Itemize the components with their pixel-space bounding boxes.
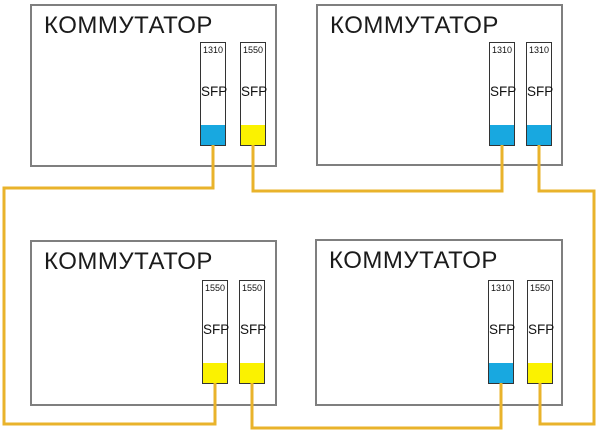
sfp-connector-fill bbox=[490, 125, 514, 145]
sfp-module-bottom-left-1: 1550 SFP bbox=[202, 280, 230, 384]
sfp-type-label: SFP bbox=[490, 84, 517, 99]
sfp-connector-fill bbox=[489, 363, 513, 383]
sfp-type-label: SFP bbox=[527, 84, 554, 99]
sfp-wavelength-label: 1310 bbox=[528, 45, 550, 55]
sfp-type-label: SFP bbox=[203, 322, 230, 337]
sfp-type-label: SFP bbox=[528, 322, 555, 337]
sfp-connector-fill bbox=[528, 363, 552, 383]
sfp-wavelength-label: 1310 bbox=[491, 45, 513, 55]
sfp-connector-fill bbox=[241, 125, 265, 145]
sfp-module-top-right-1: 1310 SFP bbox=[489, 42, 517, 146]
sfp-connector-fill bbox=[527, 125, 551, 145]
switch-box-top-left: КОММУТАТОР bbox=[30, 4, 277, 167]
sfp-connector-fill bbox=[201, 125, 225, 145]
sfp-connector-fill bbox=[203, 363, 227, 383]
sfp-wavelength-label: 1310 bbox=[490, 283, 512, 293]
switch-title: КОММУТАТОР bbox=[44, 248, 213, 275]
switch-title: КОММУТАТОР bbox=[44, 12, 213, 39]
sfp-module-bottom-left-2: 1550 SFP bbox=[239, 280, 267, 384]
sfp-module-bottom-right-2: 1550 SFP bbox=[527, 280, 555, 384]
sfp-type-label: SFP bbox=[241, 84, 268, 99]
sfp-type-label: SFP bbox=[201, 84, 228, 99]
sfp-type-label: SFP bbox=[489, 322, 516, 337]
sfp-type-label: SFP bbox=[240, 322, 267, 337]
sfp-wavelength-label: 1310 bbox=[202, 45, 224, 55]
sfp-wavelength-label: 1550 bbox=[242, 45, 264, 55]
sfp-wavelength-label: 1550 bbox=[241, 283, 263, 293]
sfp-module-top-left-1: 1310 SFP bbox=[200, 42, 228, 146]
sfp-module-bottom-right-1: 1310 SFP bbox=[488, 280, 516, 384]
switch-title: КОММУТАТОР bbox=[330, 12, 499, 39]
switch-title: КОММУТАТОР bbox=[329, 247, 498, 274]
sfp-wavelength-label: 1550 bbox=[529, 283, 551, 293]
sfp-wavelength-label: 1550 bbox=[204, 283, 226, 293]
switch-box-bottom-right: КОММУТАТОР bbox=[315, 239, 563, 406]
sfp-connector-fill bbox=[240, 363, 264, 383]
sfp-module-top-left-2: 1550 SFP bbox=[240, 42, 268, 146]
sfp-module-top-right-2: 1310 SFP bbox=[526, 42, 554, 146]
